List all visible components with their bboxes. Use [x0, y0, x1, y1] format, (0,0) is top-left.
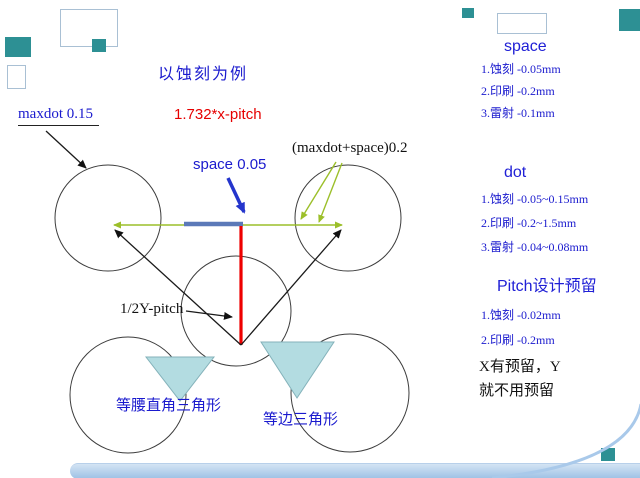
decor-teal-rect-top-left: [5, 37, 31, 57]
x-pitch-label: 1.732*x-pitch: [174, 106, 262, 123]
decor-teal-small-top-left: [92, 39, 106, 52]
space-leader-arrow: [226, 177, 246, 214]
dot-circle-bottom-left: [69, 336, 187, 454]
decor-corner-arc: [491, 403, 640, 478]
maxdot-plus-space-label: (maxdot+space)0.2: [292, 140, 408, 156]
sidebar-item: 2.印刷 -0.2~1.5mm: [481, 216, 577, 230]
dot-circle-bottom-right: [290, 333, 410, 453]
dot-circle-center: [180, 255, 292, 367]
half-y-pitch-leader-arrow: [185, 310, 233, 320]
sidebar-item: 3.雷射 -0.04~0.08mm: [481, 240, 589, 254]
sidebar-item: 2.印刷 -0.2mm: [481, 333, 555, 347]
slide-title: 以蚀刻为例: [158, 66, 249, 83]
sidebar-heading-pitch-reserve: Pitch设计预留: [497, 278, 597, 295]
dot-circle-top-right: [294, 164, 402, 272]
sidebar-note-line-2: 就不用预留: [479, 383, 555, 399]
decor-outline-rect-top-right: [497, 13, 547, 34]
space-label: space 0.05: [193, 156, 267, 173]
sidebar-note-line-1: X有预留，Y: [479, 359, 561, 375]
decor-teal-rect-top-right-edge: [619, 9, 640, 31]
isosceles-right-triangle-label: 等腰直角三角形: [116, 397, 222, 414]
sidebar-heading-space: space: [504, 38, 547, 55]
sidebar-heading-dot: dot: [504, 164, 527, 181]
decor-outline-rect-top-left: [60, 9, 118, 47]
equilateral-triangle-label: 等边三角形: [263, 411, 339, 428]
triangle-side-right: [240, 229, 342, 346]
maxdot-space-leader-arrow-1: [300, 161, 337, 220]
maxdot-leader-arrow: [45, 130, 87, 169]
triangle-side-left: [114, 229, 242, 346]
maxdot-space-leader-arrow-2: [318, 162, 343, 223]
isosceles-right-triangle-shape: [144, 356, 216, 402]
sidebar-item: 1.蚀刻 -0.05~0.15mm: [481, 192, 589, 206]
decor-teal-rect-bottom-right: [601, 448, 615, 461]
sidebar-item: 1.蚀刻 -0.05mm: [481, 62, 561, 76]
half-y-pitch-label: 1/2Y-pitch: [120, 301, 184, 317]
maxdot-label: maxdot 0.15: [18, 105, 99, 126]
sidebar-item: 3.雷射 -0.1mm: [481, 106, 555, 120]
equilateral-triangle-shape: [260, 341, 335, 399]
decor-bottom-bar: [70, 463, 640, 478]
sidebar-item: 1.蚀刻 -0.02mm: [481, 308, 561, 322]
sidebar-item: 2.印刷 -0.2mm: [481, 84, 555, 98]
dot-circle-top-left: [54, 164, 162, 272]
decor-teal-small-top-right: [462, 8, 474, 18]
decor-outline-small-top-left: [7, 65, 26, 89]
